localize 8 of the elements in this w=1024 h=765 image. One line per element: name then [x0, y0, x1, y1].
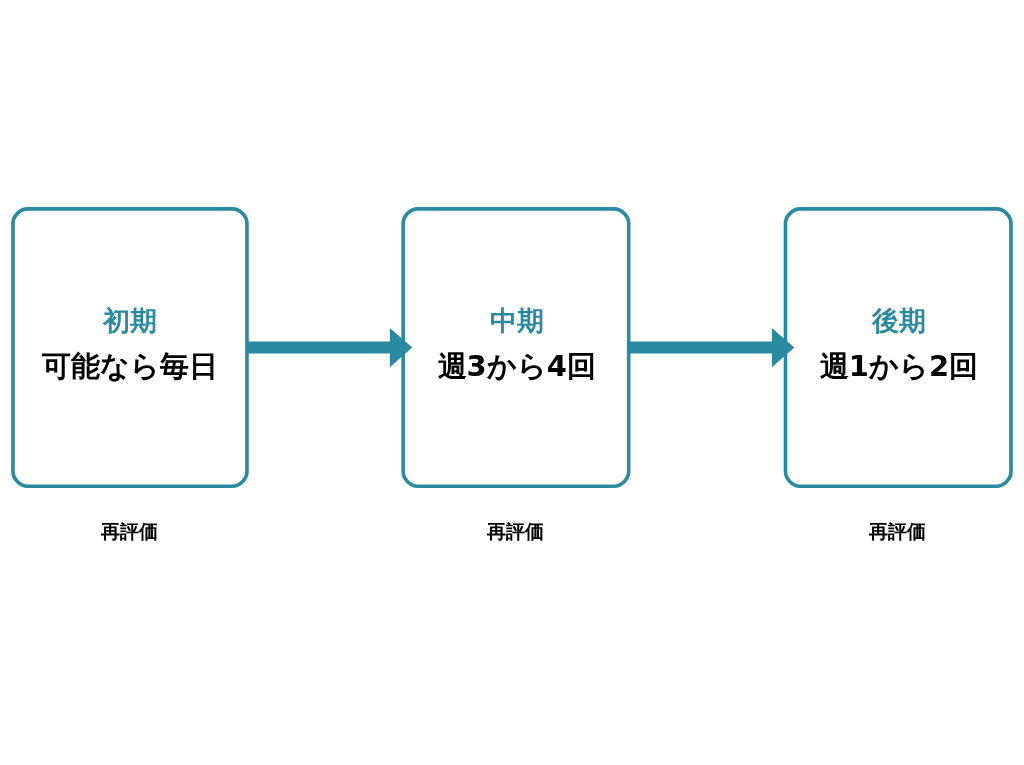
label: 再評価 — [486, 519, 544, 543]
label: 再評価 — [101, 519, 159, 543]
node-box: 初期 可能なら毎日 — [11, 207, 249, 489]
label: 再評価 — [869, 519, 927, 543]
arrow — [629, 327, 795, 368]
node-box: 後期 週1から2回 — [783, 207, 1013, 489]
node-box: 中期 週3から4回 — [401, 207, 631, 489]
arrow — [247, 327, 413, 368]
